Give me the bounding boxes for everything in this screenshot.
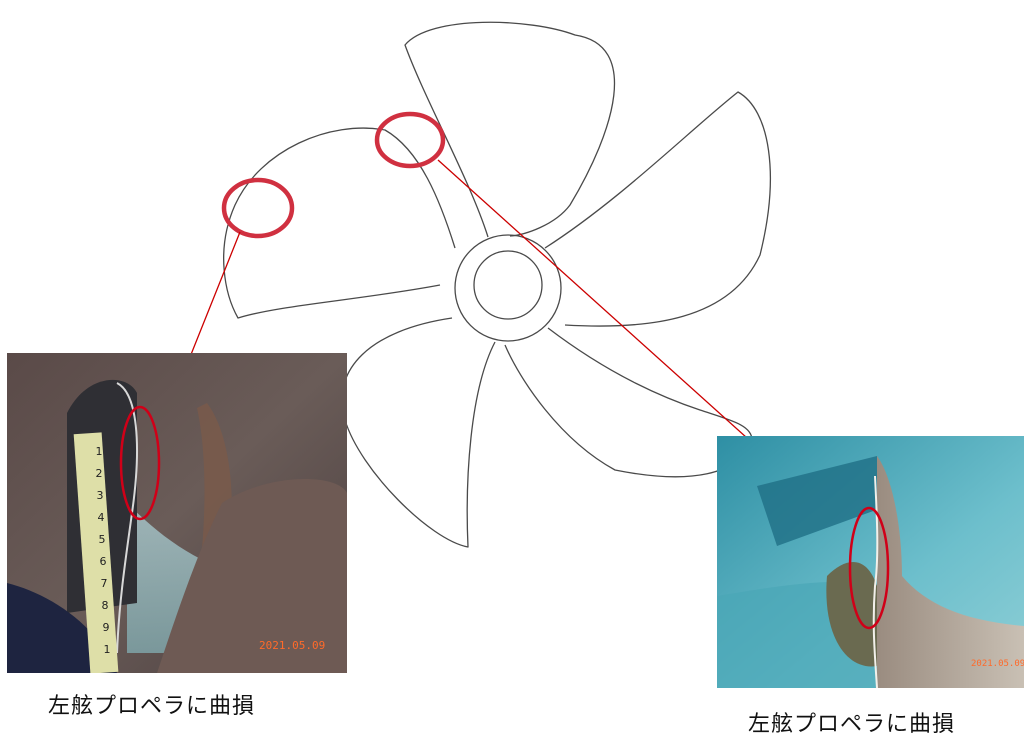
ruler-number: 1 xyxy=(104,643,111,656)
ruler-number: 7 xyxy=(101,577,108,590)
ruler-number: 5 xyxy=(99,533,106,546)
ruler-number: 3 xyxy=(97,489,104,502)
propeller-blade-upper-left xyxy=(223,127,456,319)
ruler-number: 6 xyxy=(100,555,107,568)
propeller-blade-right xyxy=(544,91,771,327)
ruler-number: 2 xyxy=(96,467,103,480)
date-stamp: 2021.05.09 xyxy=(971,659,1024,669)
date-stamp: 2021.05.09 xyxy=(259,639,325,652)
damage-marker-photo-left xyxy=(119,405,161,521)
propeller-blade-top xyxy=(404,21,616,238)
propeller-hub-inner xyxy=(473,250,543,320)
propeller-blade-bottom xyxy=(341,317,496,548)
propeller-blade-lower-right xyxy=(504,327,753,478)
ruler-number: 4 xyxy=(98,511,105,524)
propeller-hub-outer xyxy=(454,234,562,342)
ruler-number: 9 xyxy=(103,621,110,634)
photo-left-caption: 左舷プロペラに曲損 xyxy=(48,694,256,719)
ruler-number: 1 xyxy=(96,445,103,458)
damage-marker-upper-blade xyxy=(374,111,446,169)
ruler-number: 8 xyxy=(102,599,109,612)
propeller-outline-icon xyxy=(223,21,771,548)
photo-right-propeller: 2021.05.09 xyxy=(717,436,1024,688)
damage-marker-left-blade xyxy=(221,177,295,239)
photo-left-propeller: 1 2 3 4 5 6 7 8 9 1 2021.05.09 xyxy=(7,353,347,673)
photo-right-caption: 左舷プロペラに曲損 xyxy=(748,712,956,737)
damage-marker-photo-right xyxy=(848,506,890,630)
